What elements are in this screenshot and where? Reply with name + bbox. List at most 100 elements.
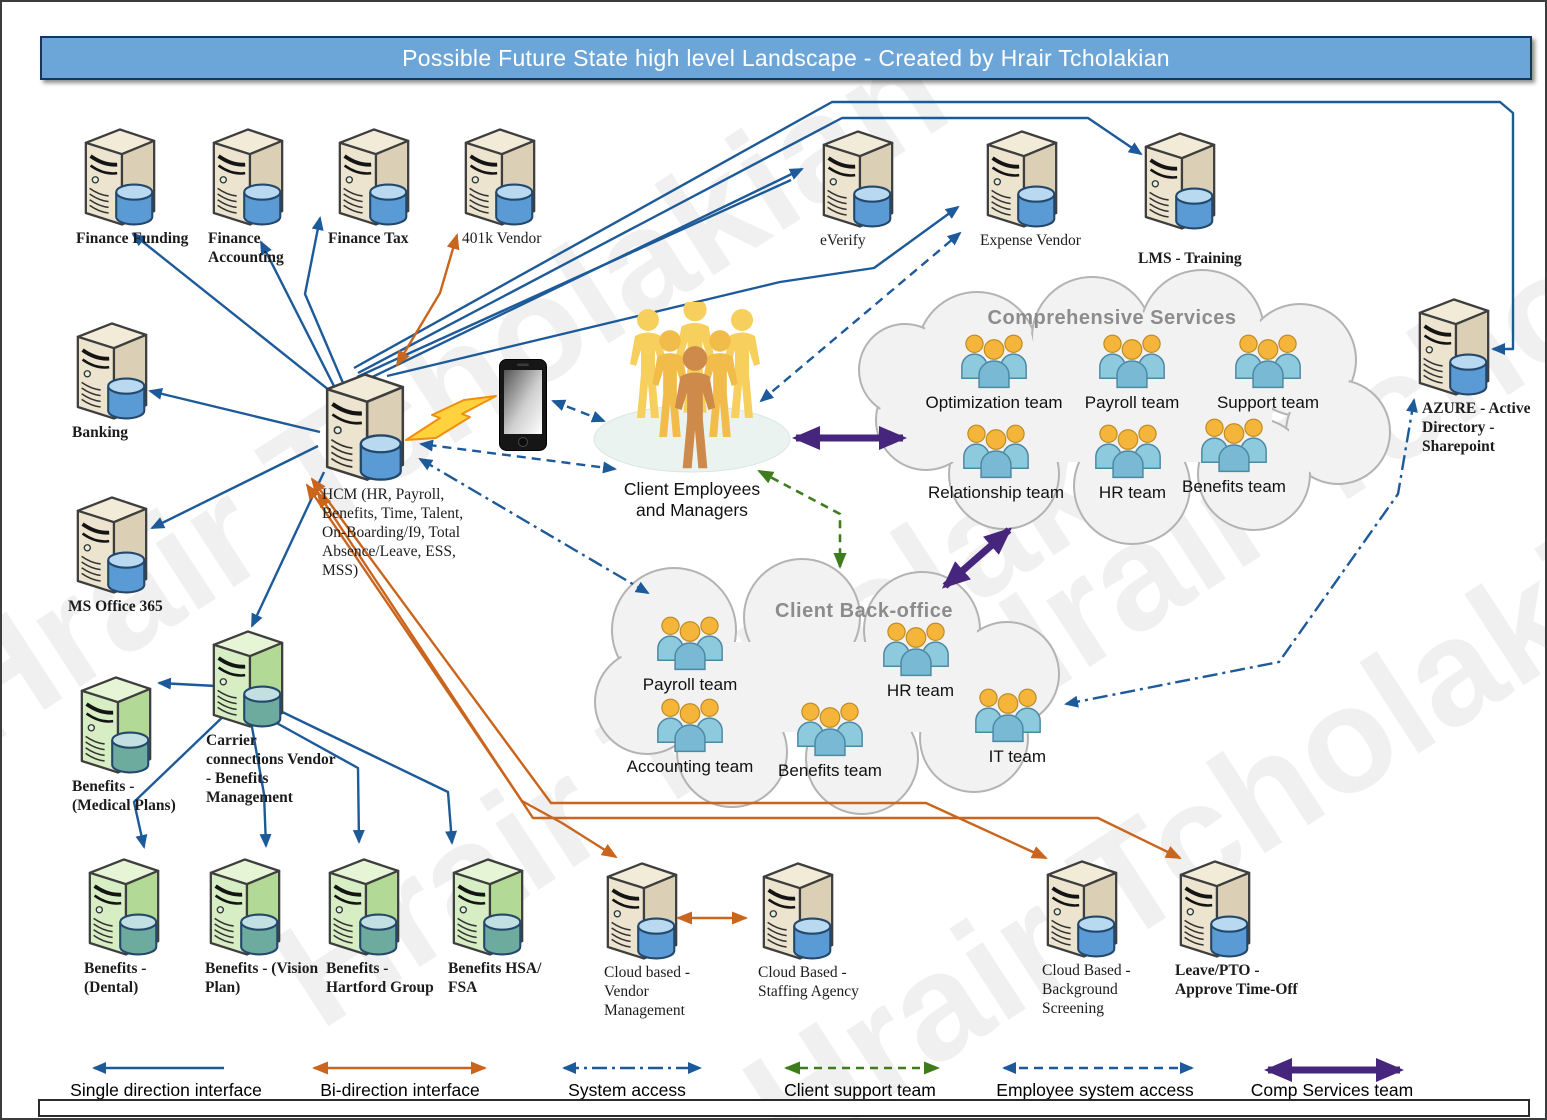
server-finance-tax: Finance Tax bbox=[324, 120, 448, 249]
server-icon bbox=[83, 127, 157, 227]
server-icon bbox=[327, 857, 401, 957]
client-employees-icon bbox=[630, 302, 760, 469]
server-icon bbox=[821, 129, 895, 229]
server-cloud-vendor-mgmt: Cloud based - Vendor Management bbox=[592, 854, 714, 1021]
team-icon bbox=[958, 420, 1034, 482]
server-icon bbox=[1178, 859, 1252, 959]
team-label: IT team bbox=[988, 747, 1046, 766]
server-icon bbox=[75, 321, 149, 421]
server-401k-vendor: 401k Vendor bbox=[450, 120, 572, 249]
server-label: Benefits HSA/ FSA bbox=[448, 960, 542, 996]
team-label: Support team bbox=[1216, 393, 1320, 412]
server-icon bbox=[1417, 297, 1491, 397]
team-label: Optimization team bbox=[925, 393, 1063, 412]
server-icon bbox=[208, 857, 282, 957]
server-azure: AZURE - Active Directory - Sharepoint bbox=[1404, 290, 1532, 457]
team-bo-benefits: Benefits team bbox=[778, 698, 882, 781]
team-label: Benefits team bbox=[1182, 477, 1286, 496]
team-label: HR team bbox=[886, 681, 954, 700]
server-icon bbox=[211, 629, 285, 729]
team-cs-hr: HR team bbox=[1090, 420, 1166, 503]
team-icon bbox=[1090, 420, 1166, 482]
team-icon bbox=[970, 684, 1046, 746]
team-icon bbox=[956, 330, 1032, 392]
server-label: Cloud based - Vendor Management bbox=[604, 964, 691, 1019]
server-icon bbox=[337, 127, 411, 227]
team-optimization: Optimization team bbox=[926, 330, 1063, 413]
team-bo-hr: HR team bbox=[878, 618, 954, 701]
team-icon bbox=[1196, 414, 1272, 476]
team-cs-benefits: Benefits team bbox=[1182, 414, 1286, 497]
team-label: Accounting team bbox=[626, 757, 754, 776]
client-employees-label: Client Employees and Managers bbox=[623, 479, 761, 520]
server-label: Cloud Based - Background Screening bbox=[1042, 962, 1131, 1017]
server-expense-vendor: Expense Vendor bbox=[972, 122, 1110, 251]
server-label: Benefits - (Vision Plan) bbox=[205, 960, 319, 996]
team-label: Payroll team bbox=[642, 675, 738, 694]
server-icon bbox=[312, 364, 418, 488]
legend-system-access: System access bbox=[568, 1080, 686, 1100]
server-ms-office-365: MS Office 365 bbox=[62, 488, 198, 617]
team-icon bbox=[878, 618, 954, 680]
server-benefits-hartford: Benefits - Hartford Group bbox=[314, 850, 436, 998]
server-lms-training: LMS - Training bbox=[1130, 124, 1278, 269]
team-bo-it: IT team bbox=[970, 684, 1046, 767]
team-bo-payroll: Payroll team bbox=[643, 612, 737, 695]
server-leave-pto: Leave/PTO - Approve Time-Off bbox=[1165, 852, 1315, 1000]
server-label: Finance Accounting bbox=[208, 230, 284, 266]
server-label: Finance Tax bbox=[328, 230, 409, 247]
server-everify: eVerify bbox=[808, 122, 910, 251]
team-icon bbox=[792, 698, 868, 760]
comprehensive-services-title: Comprehensive Services bbox=[987, 307, 1237, 329]
server-label: Benefits - (Medical Plans) bbox=[72, 778, 176, 814]
server-label: Cloud Based - Staffing Agency bbox=[758, 964, 859, 1000]
team-support: Support team bbox=[1217, 330, 1319, 413]
lightning-bolt-icon bbox=[405, 395, 497, 441]
server-icon bbox=[985, 129, 1059, 229]
team-label: HR team bbox=[1098, 483, 1166, 502]
server-label: Expense Vendor bbox=[980, 232, 1081, 249]
diagram-title: Possible Future State high level Landsca… bbox=[40, 36, 1532, 80]
team-label: Benefits team bbox=[778, 761, 882, 780]
team-cs-payroll: Payroll team bbox=[1085, 330, 1179, 413]
team-bo-accounting: Accounting team bbox=[627, 694, 753, 777]
server-benefits-medical: Benefits - (Medical Plans) bbox=[66, 668, 192, 816]
server-label: LMS - Training bbox=[1138, 250, 1242, 267]
server-label: Benefits - Hartford Group bbox=[326, 960, 434, 996]
server-finance-accounting: Finance Accounting bbox=[198, 120, 308, 268]
server-cloud-background: Cloud Based - Background Screening bbox=[1032, 852, 1157, 1019]
legend-employee-access: Employee system access bbox=[996, 1080, 1194, 1100]
server-finance-funding: Finance Funding bbox=[70, 120, 206, 249]
server-icon bbox=[1045, 859, 1119, 959]
smartphone-icon bbox=[499, 359, 547, 451]
team-icon bbox=[652, 694, 728, 756]
server-benefits-vision: Benefits - (Vision Plan) bbox=[195, 850, 340, 998]
team-icon bbox=[652, 612, 728, 674]
server-icon bbox=[605, 861, 679, 961]
server-icon bbox=[451, 857, 525, 957]
server-label: Benefits - (Dental) bbox=[84, 960, 147, 996]
server-icon bbox=[87, 857, 161, 957]
legend-client-support: Client support team bbox=[784, 1080, 936, 1100]
legend-comp-services: Comp Services team bbox=[1250, 1080, 1414, 1100]
legend-single-direction: Single direction interface bbox=[70, 1080, 262, 1100]
server-label: eVerify bbox=[820, 232, 866, 249]
team-label: Relationship team bbox=[927, 483, 1065, 502]
bottom-bar bbox=[38, 1099, 1530, 1117]
server-icon bbox=[761, 861, 835, 961]
server-icon bbox=[75, 495, 149, 595]
server-carrier-connections: Carrier connections Vendor - Benefits Ma… bbox=[198, 622, 336, 808]
server-icon bbox=[79, 675, 153, 775]
server-label: Leave/PTO - Approve Time-Off bbox=[1175, 962, 1298, 998]
team-relationship: Relationship team bbox=[928, 420, 1064, 503]
server-label: 401k Vendor bbox=[462, 230, 542, 247]
server-icon bbox=[1143, 131, 1217, 231]
server-banking: Banking bbox=[62, 314, 182, 443]
server-label: HCM (HR, Payroll, Benefits, Time, Talent… bbox=[322, 486, 464, 579]
server-label: Banking bbox=[72, 424, 129, 441]
server-label: AZURE - Active Directory - Sharepoint bbox=[1422, 400, 1531, 455]
server-cloud-staffing: Cloud Based - Staffing Agency bbox=[748, 854, 878, 1002]
server-icon bbox=[463, 127, 537, 227]
